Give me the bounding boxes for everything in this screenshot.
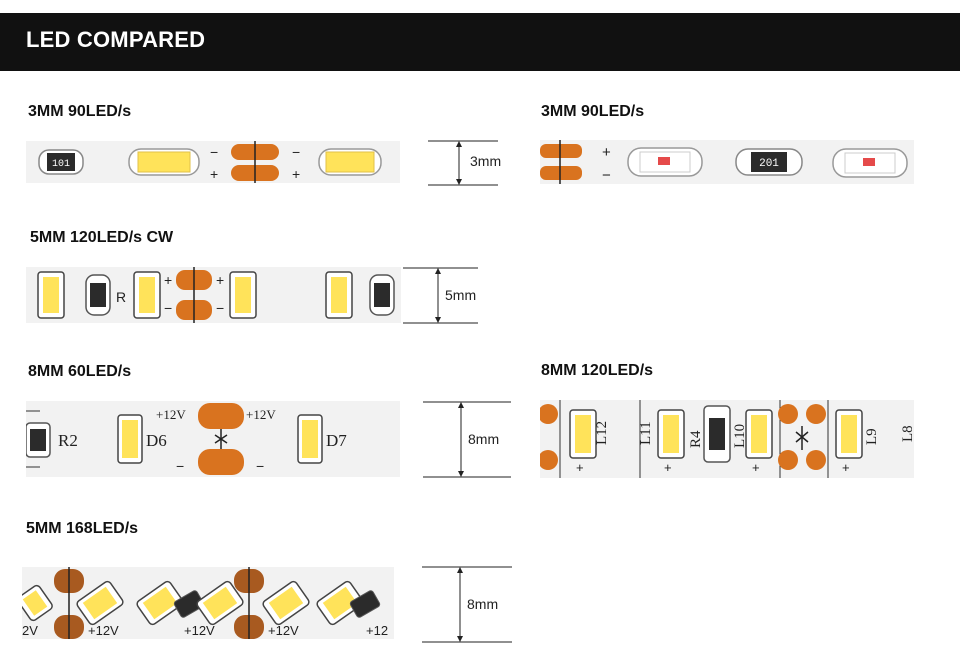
led-chip-icon — [136, 580, 184, 626]
svg-text:L12: L12 — [594, 421, 610, 445]
dimension-label: 8mm — [468, 431, 500, 447]
svg-text:−: − — [602, 167, 611, 184]
svg-text:+: + — [842, 460, 850, 475]
led-chip-icon — [262, 580, 310, 626]
svg-text:D7: D7 — [326, 431, 347, 450]
led-chip-icon — [196, 580, 244, 626]
section-title-8mm-60: 8MM 60LED/s — [28, 363, 132, 380]
resistor-icon — [85, 274, 111, 316]
dimension-label: 3mm — [470, 153, 502, 169]
solder-pads-icon — [198, 403, 244, 475]
resistor-code: 101 — [52, 159, 70, 170]
svg-text:R2: R2 — [58, 431, 78, 450]
led-strip-5mm-168: 2V +12V +12V +12V +12 — [22, 567, 394, 639]
svg-text:R4: R4 — [688, 430, 704, 448]
section-title-3mm-90-right: 3MM 90LED/s — [541, 103, 645, 120]
svg-text:+: + — [752, 460, 760, 475]
svg-text:+: + — [602, 144, 611, 161]
svg-text:−: − — [256, 458, 264, 474]
solder-pads-icon — [231, 141, 279, 183]
led-chip-icon — [657, 409, 685, 459]
solder-pads-icon — [540, 140, 582, 184]
led-chip-icon — [569, 409, 597, 459]
svg-text:+12V: +12V — [184, 623, 215, 638]
dimension-marker-3mm: 3mm — [428, 140, 502, 186]
solder-pads-icon — [540, 404, 558, 470]
svg-text:D6: D6 — [146, 431, 167, 450]
svg-text:2V: 2V — [22, 623, 38, 638]
led-chip-icon — [133, 271, 161, 319]
section-title-5mm-120: 5MM 120LED/s CW — [30, 229, 174, 246]
resistor-icon — [703, 405, 731, 463]
solder-pads-icon — [54, 567, 264, 639]
led-chip-icon — [745, 409, 773, 459]
led-chip-icon — [835, 409, 863, 459]
dimension-label: 5mm — [445, 287, 477, 303]
svg-text:+: + — [576, 460, 584, 475]
led-strip-8mm-120: L12 + L11 + R4 L10 + — [540, 400, 914, 478]
solder-pads-icon — [778, 404, 826, 470]
svg-text:+12V: +12V — [156, 407, 186, 422]
svg-text:+12V: +12V — [246, 407, 276, 422]
resistor-icon: 101 — [38, 149, 84, 175]
led-chip-icon — [22, 584, 53, 622]
svg-text:+12: +12 — [366, 623, 388, 638]
led-chip-icon — [316, 580, 364, 626]
svg-text:+: + — [210, 166, 218, 182]
resistor-icon: 201 — [735, 148, 803, 176]
svg-text:+12V: +12V — [268, 623, 299, 638]
svg-text:+: + — [216, 272, 224, 288]
svg-text:−: − — [164, 300, 172, 316]
dimension-label: 8mm — [467, 596, 499, 612]
led-chip-icon — [37, 271, 65, 319]
led-chip-icon — [229, 271, 257, 319]
dimension-marker-8mm-168: 8mm — [422, 566, 512, 644]
svg-text:+: + — [164, 272, 172, 288]
led-strip-3mm-90-right: + − 201 — [540, 140, 914, 184]
led-strip-5mm-120: R + − + − — [26, 267, 401, 323]
resistor-icon — [173, 590, 205, 618]
page-title: LED COMPARED — [26, 27, 206, 52]
page-header: LED COMPARED — [0, 13, 960, 71]
resistor-code: 201 — [759, 158, 779, 170]
dimension-marker-8mm: 8mm — [423, 401, 511, 479]
dimension-marker-5mm: 5mm — [403, 267, 478, 325]
led-chip-icon — [76, 580, 124, 626]
led-strip-8mm-60: R2 D6 +12V +12V − − D7 — [26, 401, 400, 477]
led-chip-icon — [318, 148, 382, 176]
section-title-3mm-90-left: 3MM 90LED/s — [28, 103, 132, 120]
svg-text:R: R — [116, 289, 126, 305]
led-chip-icon — [627, 147, 703, 177]
svg-text:−: − — [292, 144, 300, 160]
resistor-icon — [369, 274, 395, 316]
led-chip-icon — [832, 148, 908, 178]
svg-text:−: − — [210, 144, 218, 160]
svg-text:+: + — [292, 166, 300, 182]
resistor-icon — [26, 422, 51, 458]
svg-text:+: + — [664, 460, 672, 475]
section-title-8mm-120: 8MM 120LED/s — [541, 362, 654, 379]
svg-text:L10: L10 — [732, 424, 748, 448]
svg-text:L9: L9 — [864, 428, 880, 445]
led-strip-3mm-90-left: 101 − + − + — [26, 141, 400, 183]
led-chip-icon — [325, 271, 353, 319]
led-chip-icon — [297, 414, 323, 464]
svg-text:L11: L11 — [638, 421, 654, 445]
svg-text:+12V: +12V — [88, 623, 119, 638]
svg-text:L8: L8 — [900, 425, 914, 442]
led-chip-icon — [117, 414, 143, 464]
solder-pads-icon — [176, 267, 212, 323]
svg-text:−: − — [176, 458, 184, 474]
led-chip-icon — [128, 148, 200, 176]
resistor-icon — [349, 590, 381, 618]
section-title-5mm-168: 5MM 168LED/s — [26, 520, 139, 537]
svg-text:−: − — [216, 300, 224, 316]
